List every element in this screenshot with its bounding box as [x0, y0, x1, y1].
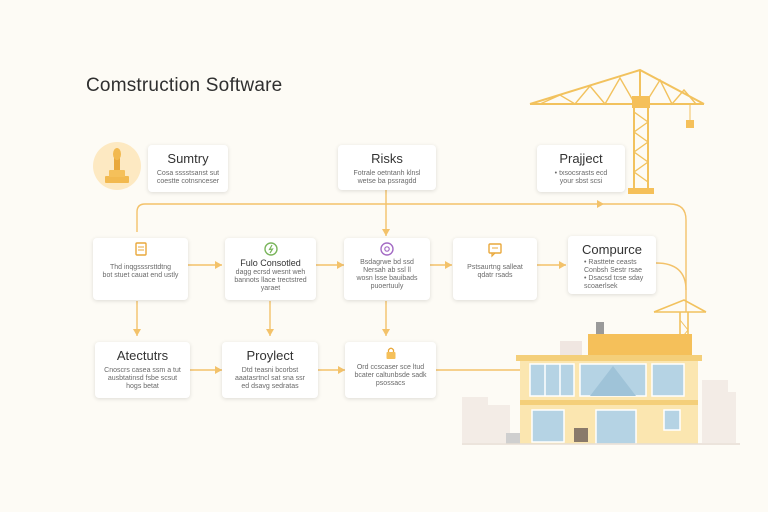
card-description: • txsocsrasts ecd your sbst scsi: [554, 170, 608, 185]
lightning-icon: [263, 242, 278, 256]
card-description: Bsdagrwe bd ssd Nersah ab ssl ll wosn ls…: [356, 259, 418, 290]
card-row1-c[interactable]: Bsdagrwe bd ssd Nersah ab ssl ll wosn ls…: [344, 238, 430, 300]
card-description: Cnoscrs casea ssm a tut ausbtatinsd fsbe…: [104, 367, 181, 390]
card-row1-d[interactable]: Pstsaurtng salleat qdatr rsads: [453, 238, 537, 300]
card-title: Proylect: [246, 348, 294, 363]
card-project-top[interactable]: Prajject • txsocsrasts ecd your sbst scs…: [537, 145, 625, 192]
card-row1-a[interactable]: Thd inqgsssrsttdtng bot stuet cauat end …: [93, 238, 188, 300]
at-icon: [380, 242, 394, 256]
card-description: Fotrale oetntanh klnsl wetse ba pssragdd: [353, 170, 421, 185]
card-row1-b[interactable]: Fulo Consotled dagg ecrsd wesnt weh bann…: [225, 238, 316, 300]
doc-icon: [134, 242, 147, 256]
card-description: dagg ecrsd wesnt weh bannots llace trect…: [234, 269, 307, 292]
card-risks[interactable]: Risks Fotrale oetntanh klnsl wetse ba ps…: [338, 145, 436, 190]
card-description: Pstsaurtng salleat qdatr rsads: [467, 264, 523, 279]
card-accidents[interactable]: Atectutrs Cnoscrs casea ssm a tut ausbta…: [95, 342, 190, 398]
lock-icon: [386, 347, 395, 359]
card-title: Compurce: [582, 242, 642, 257]
card-title: Sumtry: [167, 151, 209, 166]
background-buildings: [462, 341, 736, 443]
connectors: [136, 190, 687, 371]
crane-large-icon: [529, 68, 705, 194]
chat-icon: [488, 243, 502, 258]
card-project-bottom[interactable]: Proylect Dtd teasni bcorbst aaatasrtncl …: [222, 342, 318, 398]
card-title: Prajject: [559, 151, 603, 166]
card-description: Dtd teasni bcorbst aaatasrtncl sat sna s…: [234, 367, 306, 390]
card-description: Ord ccscaser sce ltud bcater caltunbsde …: [354, 364, 427, 387]
card-description: Thd inqgsssrsttdtng bot stuet cauat end …: [102, 264, 179, 279]
building-illustration: [462, 322, 740, 445]
card-lock[interactable]: Ord ccscaser sce ltud bcater caltunbsde …: [345, 342, 436, 398]
card-compliance[interactable]: Compurce • Rasttete ceasts Conbsh Sestr …: [568, 236, 656, 294]
card-description: Cosa sssstsanst sut coestte cotnsnceser: [156, 170, 220, 185]
card-title: Risks: [371, 151, 403, 166]
card-title: Fulo Consotled: [240, 258, 301, 268]
card-description: • Rasttete ceasts Conbsh Sestr rsae • Ds…: [584, 259, 644, 290]
page-title: Comstruction Software: [86, 75, 283, 96]
card-summary[interactable]: Sumtry Cosa sssstsanst sut coestte cotns…: [148, 145, 228, 192]
connector-arrowheads: [133, 200, 604, 374]
card-title: Atectutrs: [116, 348, 169, 363]
medal-icon: [93, 142, 141, 190]
